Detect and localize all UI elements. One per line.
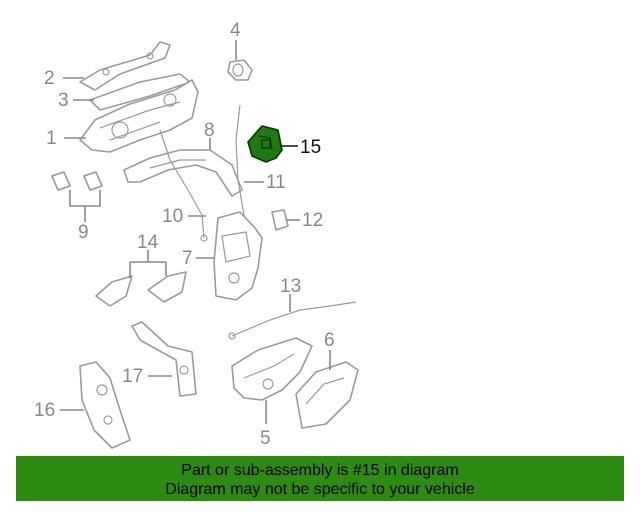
part-17-door-check[interactable] bbox=[131, 321, 197, 397]
callout-2: 2 bbox=[44, 68, 55, 89]
part-11-rod[interactable] bbox=[235, 104, 251, 229]
callout-8: 8 bbox=[204, 120, 215, 141]
part-8-bracket[interactable] bbox=[123, 149, 243, 197]
part-5-inside-handle[interactable] bbox=[231, 337, 313, 401]
callout-13: 13 bbox=[280, 276, 301, 297]
part-15-highlighted[interactable] bbox=[247, 125, 283, 163]
info-banner: Part or sub-assembly is #15 in diagram D… bbox=[16, 456, 624, 501]
callout-9: 9 bbox=[78, 222, 89, 243]
callout-12: 12 bbox=[302, 210, 323, 231]
part-14-clips[interactable] bbox=[95, 271, 187, 307]
callout-6: 6 bbox=[324, 330, 335, 351]
part-16-hinge[interactable] bbox=[79, 361, 131, 449]
callout-labels: 2 3 1 4 8 15 11 9 10 12 14 7 13 17 16 6 … bbox=[34, 20, 335, 449]
callout-10: 10 bbox=[162, 206, 183, 227]
part-6-bezel[interactable] bbox=[295, 361, 359, 429]
callout-7: 7 bbox=[182, 248, 193, 269]
callout-11: 11 bbox=[266, 172, 286, 193]
part-9-clips[interactable] bbox=[51, 171, 103, 191]
parts-diagram: 2 3 1 4 8 15 11 9 10 12 14 7 13 17 16 6 … bbox=[34, 20, 359, 449]
leader-lines bbox=[60, 40, 331, 424]
part-7-latch[interactable] bbox=[213, 211, 263, 301]
callout-5: 5 bbox=[260, 428, 271, 449]
callout-17: 17 bbox=[122, 366, 143, 387]
callout-14: 14 bbox=[137, 232, 159, 253]
callout-1: 1 bbox=[46, 128, 57, 149]
part-13-cable[interactable] bbox=[228, 301, 357, 340]
part-1-outside-handle[interactable] bbox=[79, 79, 199, 153]
part-10-rod[interactable] bbox=[159, 129, 208, 242]
part-4-lock-cylinder[interactable] bbox=[227, 59, 253, 81]
part-2-handle-trim[interactable] bbox=[79, 41, 171, 91]
banner-line-1: Part or sub-assembly is #15 in diagram bbox=[181, 462, 459, 479]
part-12-fastener[interactable] bbox=[271, 209, 289, 231]
callout-15: 15 bbox=[300, 137, 321, 158]
callout-16: 16 bbox=[34, 400, 55, 421]
callout-4: 4 bbox=[230, 20, 241, 41]
callout-3: 3 bbox=[58, 90, 69, 111]
banner-line-2: Diagram may not be specific to your vehi… bbox=[165, 481, 475, 498]
